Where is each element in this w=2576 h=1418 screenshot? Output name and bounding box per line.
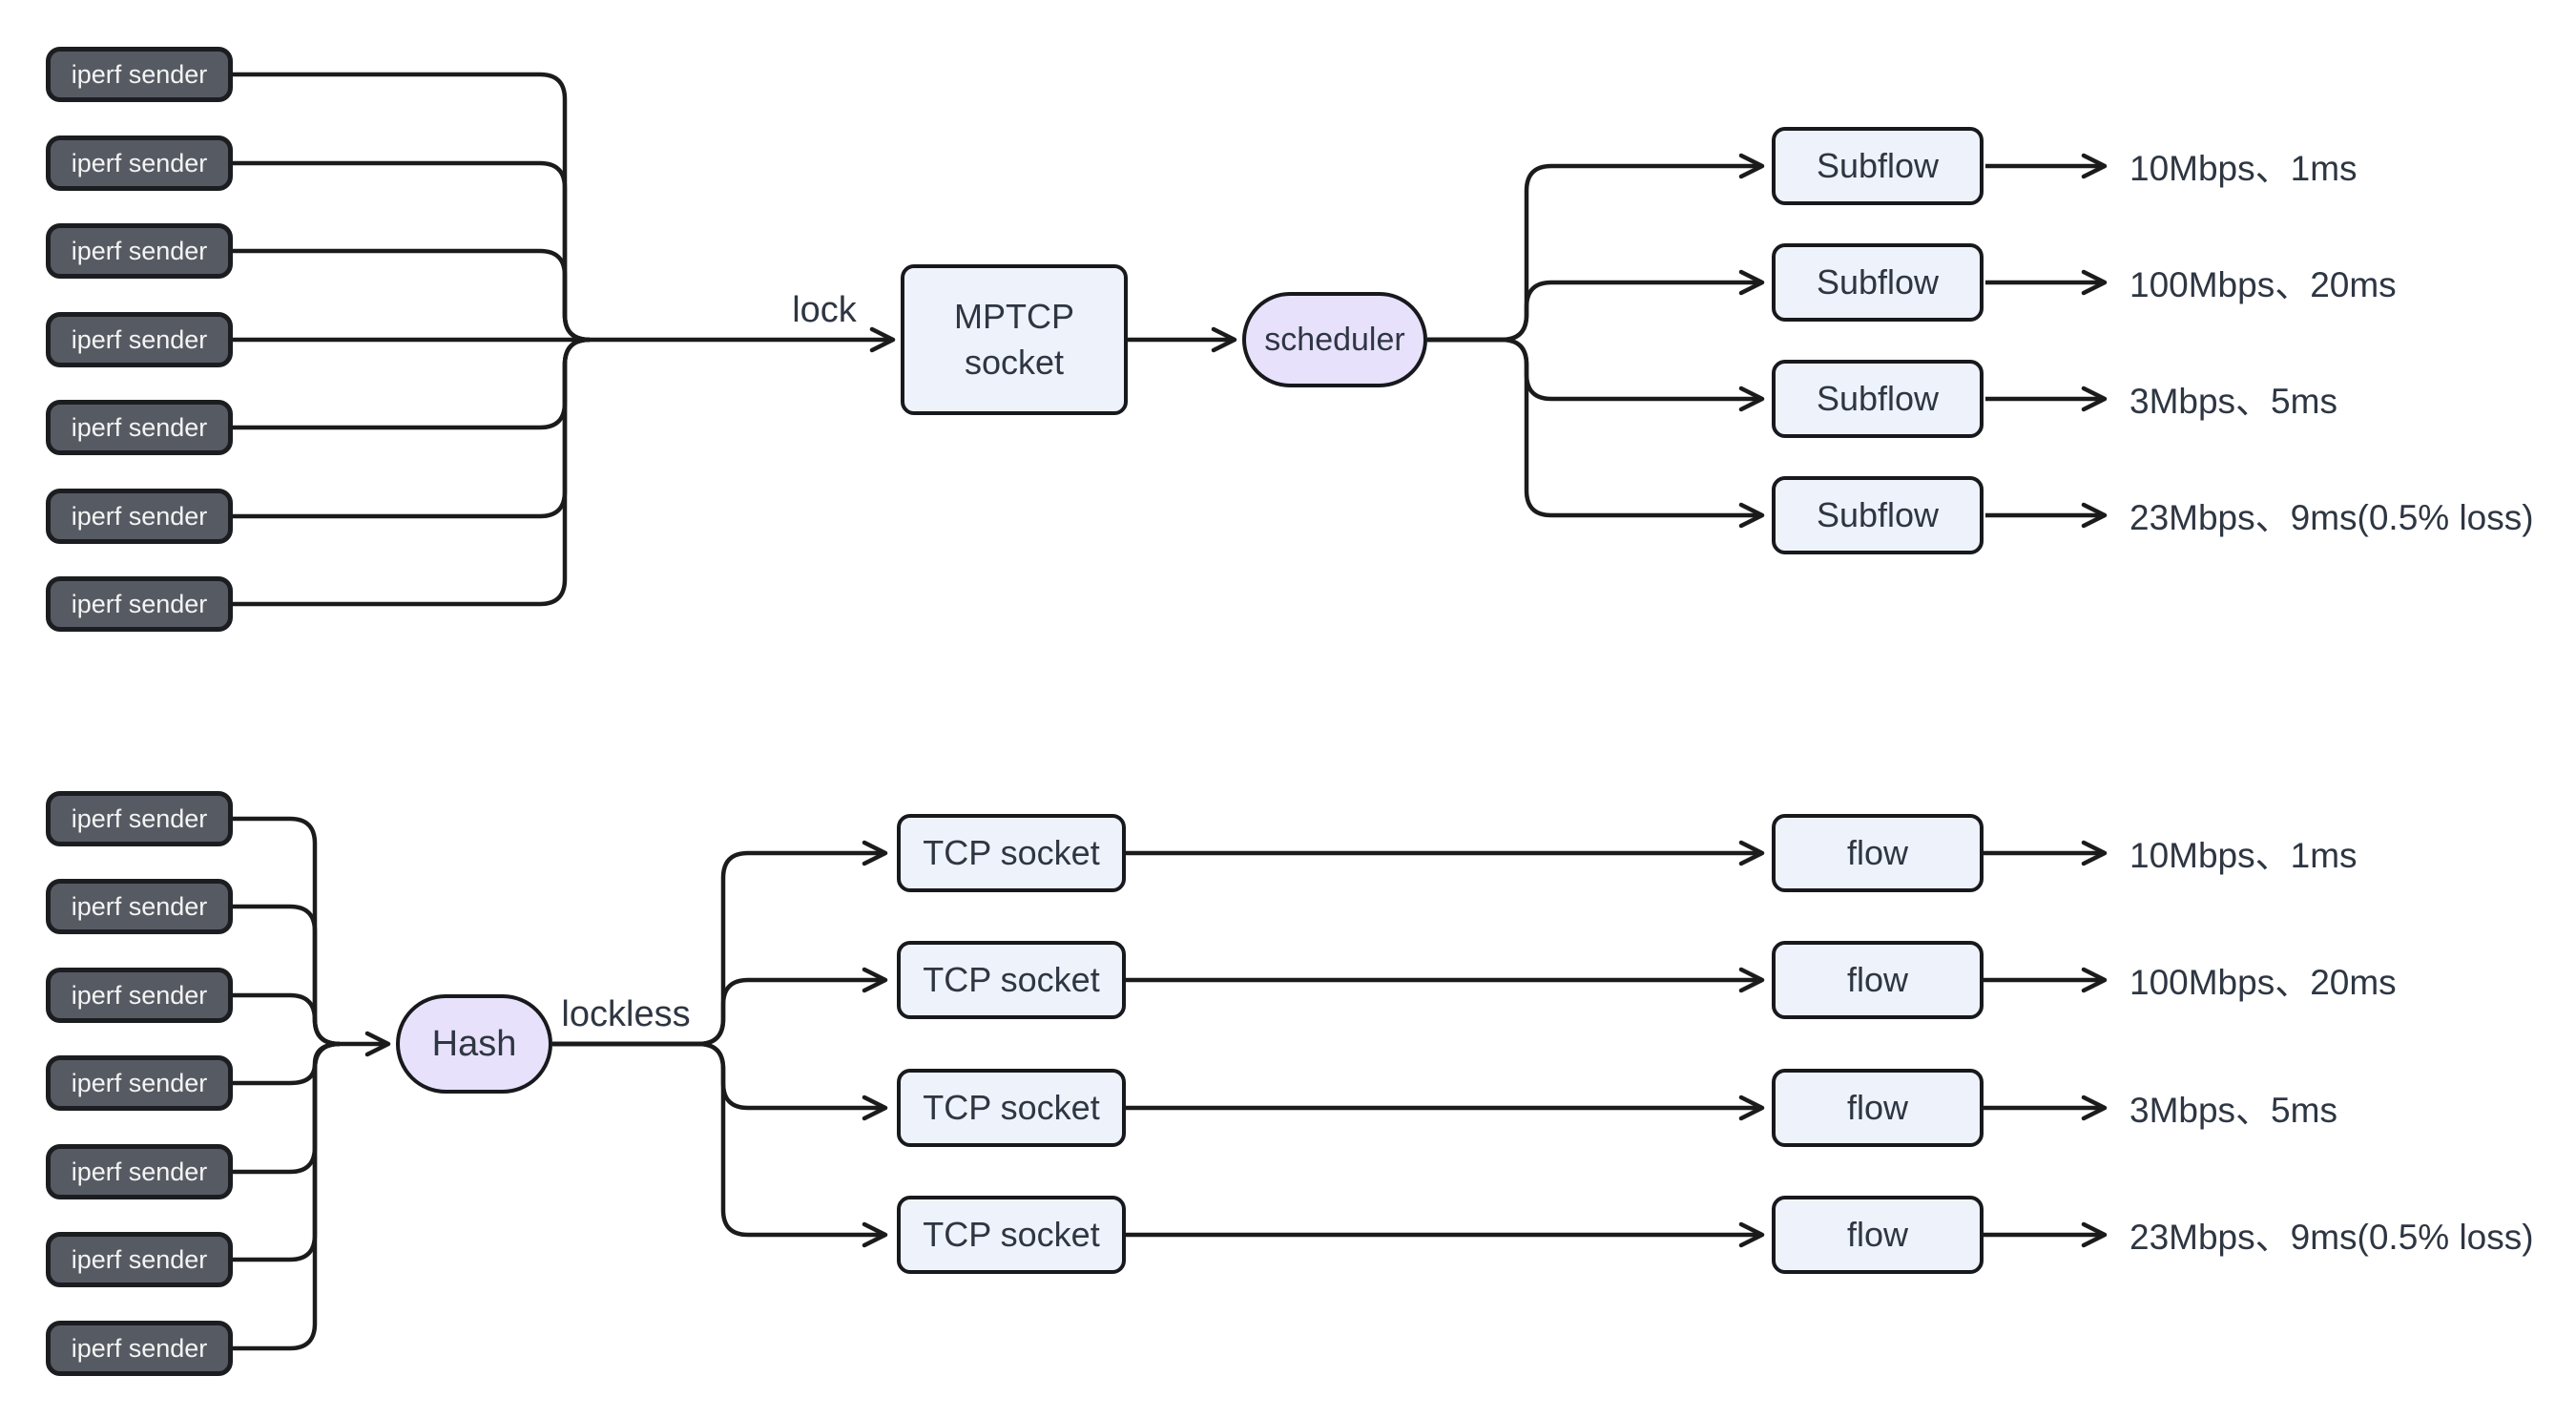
mptcp-socket-node: MPTCP socket bbox=[901, 264, 1128, 415]
iperf-sender-node: iperf sender bbox=[46, 400, 233, 455]
output-label: 3Mbps、5ms bbox=[2129, 381, 2337, 421]
iperf-sender-node: iperf sender bbox=[46, 1144, 233, 1199]
edge-top-sender-1 bbox=[233, 72, 591, 343]
iperf-sender-node: iperf sender bbox=[46, 47, 233, 102]
scheduler-node: scheduler bbox=[1242, 292, 1427, 387]
iperf-sender-node: iperf sender bbox=[46, 223, 233, 279]
iperf-sender-node: iperf sender bbox=[46, 879, 233, 934]
edge-bottom-sender-5 bbox=[233, 1041, 341, 1175]
tcp-socket-node: TCP socket bbox=[897, 941, 1126, 1019]
subflow-node: Subflow bbox=[1772, 243, 1984, 322]
iperf-sender-node: iperf sender bbox=[46, 791, 233, 846]
edge-label-lock: lock bbox=[786, 290, 862, 331]
edge-bottom-sender-2 bbox=[233, 904, 341, 1047]
iperf-sender-node: iperf sender bbox=[46, 576, 233, 632]
scheduler-branch-edges bbox=[1427, 153, 1765, 529]
edge-label-lockless: lockless bbox=[555, 994, 696, 1035]
subflow-node: Subflow bbox=[1772, 476, 1984, 554]
edge-scheduler-subflow-2 bbox=[1427, 269, 1765, 343]
edge-bottom-sender-6 bbox=[233, 1041, 341, 1262]
flow-node: flow bbox=[1772, 814, 1984, 892]
top-sender-merge-edges bbox=[233, 72, 896, 607]
output-label: 100Mbps、20ms bbox=[2129, 264, 2397, 304]
tcp-socket-node: TCP socket bbox=[897, 1196, 1126, 1274]
edge-scheduler-subflow-3 bbox=[1427, 337, 1765, 412]
output-label: 23Mbps、9ms(0.5% loss) bbox=[2129, 1217, 2534, 1257]
edge-bottom-sender-3 bbox=[233, 992, 341, 1047]
tcp-socket-node: TCP socket bbox=[897, 814, 1126, 892]
output-label: 3Mbps、5ms bbox=[2129, 1090, 2337, 1130]
iperf-sender-node: iperf sender bbox=[46, 136, 233, 191]
flow-output-edges bbox=[1984, 840, 2108, 1248]
flow-node: flow bbox=[1772, 1069, 1984, 1147]
tcp-to-flow-edges bbox=[1126, 840, 1765, 1248]
subflow-output-edges bbox=[1985, 153, 2108, 529]
edge-top-sender-7 bbox=[233, 337, 591, 607]
edge-bottom-sender-7 bbox=[233, 1041, 341, 1351]
hash-branch-edges bbox=[552, 840, 888, 1248]
subflow-node: Subflow bbox=[1772, 127, 1984, 205]
iperf-sender-node: iperf sender bbox=[46, 312, 233, 367]
output-label: 23Mbps、9ms(0.5% loss) bbox=[2129, 497, 2534, 537]
output-label: 100Mbps、20ms bbox=[2129, 962, 2397, 1002]
edge-hash-tcp-4 bbox=[552, 1041, 888, 1248]
iperf-sender-node: iperf sender bbox=[46, 489, 233, 544]
edge-bottom-sender-1 bbox=[233, 816, 341, 1047]
edge-top-sender-5 bbox=[233, 337, 591, 430]
output-label: 10Mbps、1ms bbox=[2129, 148, 2358, 188]
flow-node: flow bbox=[1772, 941, 1984, 1019]
output-label: 10Mbps、1ms bbox=[2129, 835, 2358, 875]
bottom-sender-merge-edges bbox=[233, 816, 391, 1351]
iperf-sender-node: iperf sender bbox=[46, 1232, 233, 1287]
iperf-sender-node: iperf sender bbox=[46, 968, 233, 1023]
edge-scheduler-subflow-1 bbox=[1427, 153, 1765, 343]
edge-hash-tcp-2 bbox=[552, 967, 888, 1047]
hash-node: Hash bbox=[396, 994, 552, 1094]
iperf-sender-node: iperf sender bbox=[46, 1055, 233, 1111]
flow-node: flow bbox=[1772, 1196, 1984, 1274]
edge-scheduler-subflow-4 bbox=[1427, 337, 1765, 529]
subflow-node: Subflow bbox=[1772, 360, 1984, 438]
iperf-sender-node: iperf sender bbox=[46, 1321, 233, 1376]
tcp-socket-node: TCP socket bbox=[897, 1069, 1126, 1147]
edge-top-sender-3 bbox=[233, 248, 591, 343]
